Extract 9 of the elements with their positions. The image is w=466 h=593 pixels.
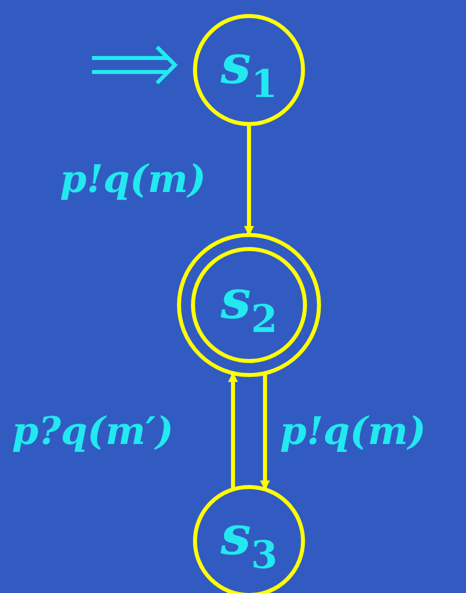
state-name: s$_{1}$ bbox=[220, 37, 278, 103]
state-name: s$_{3}$ bbox=[220, 508, 278, 574]
edge-label: p!q(m) bbox=[60, 160, 206, 198]
state-name: s$_{2}$ bbox=[220, 272, 278, 338]
edge-label: p!q(m) bbox=[280, 412, 426, 450]
arrow bbox=[244, 124, 254, 236]
arrow bbox=[260, 373, 270, 490]
arrow bbox=[228, 372, 238, 490]
start-arrow bbox=[90, 45, 178, 85]
